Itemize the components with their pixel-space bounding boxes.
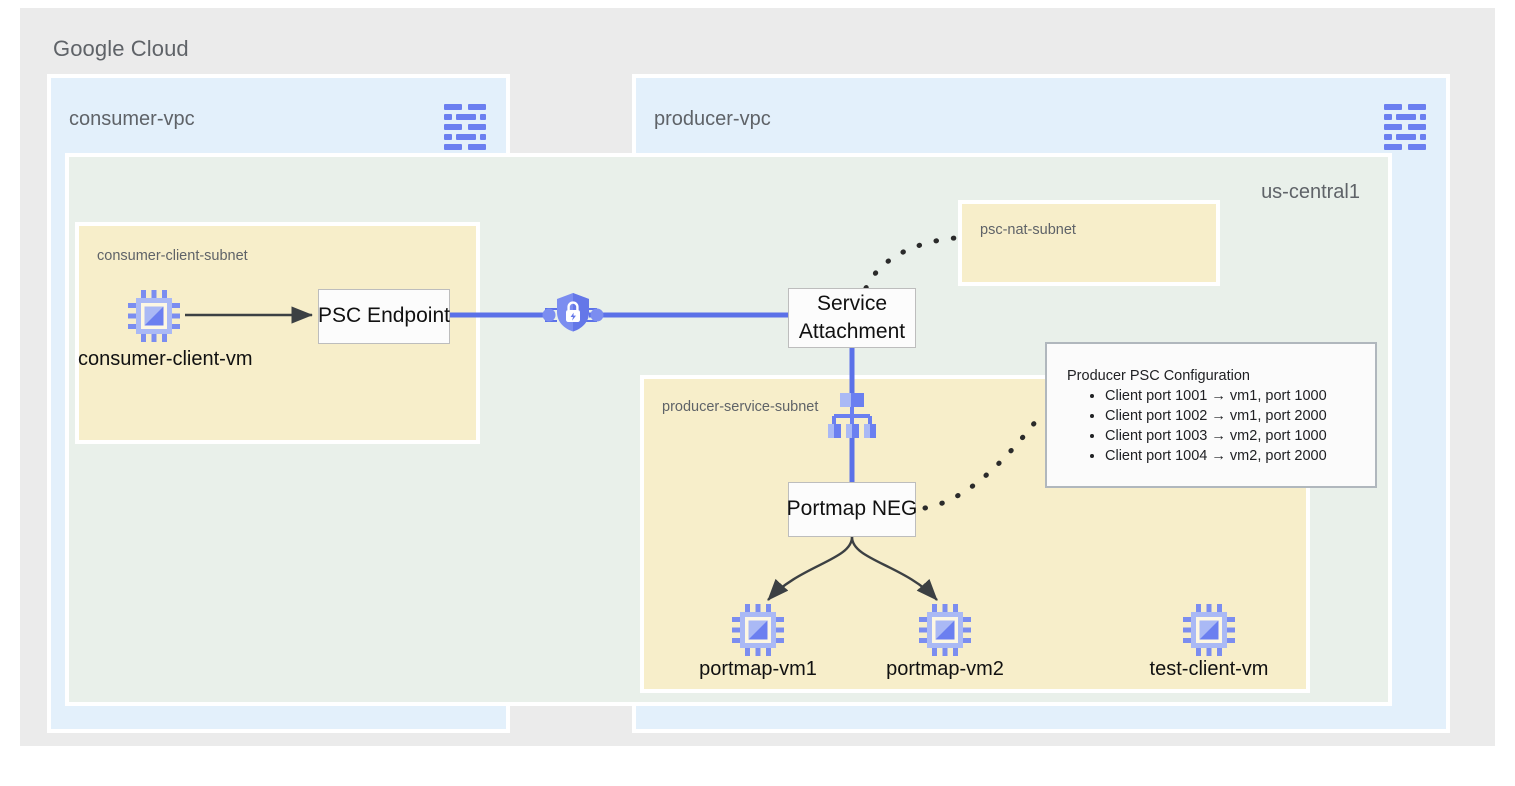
region-label: us-central1 [1261, 181, 1360, 203]
vm-instance-icon [732, 604, 784, 656]
config-item: Client port 1004 → vm2, port 2000 [1105, 446, 1327, 466]
load-balancer-icon [827, 393, 877, 439]
subnet-psc-nat-label: psc-nat-subnet [980, 222, 1076, 238]
vpc-network-icon [442, 102, 488, 150]
vm-instance-icon [128, 290, 180, 342]
config-item: Client port 1003 → vm2, port 1000 [1105, 426, 1327, 446]
node-service-attachment-line2: Attachment [798, 320, 906, 343]
node-service-attachment-line1: Service [816, 291, 887, 315]
config-list: Client port 1001 → vm1, port 1000 Client… [1083, 386, 1327, 466]
vm-portmap-vm1-label: portmap-vm1 [699, 658, 817, 680]
node-service-attachment[interactable]: Service Attachment [788, 288, 916, 348]
node-portmap-neg[interactable]: Portmap NEG [786, 482, 918, 537]
platform-title: Google Cloud [53, 36, 189, 61]
config-item: Client port 1002 → vm1, port 2000 [1105, 406, 1327, 426]
subnet-producer-service-label: producer-service-subnet [662, 399, 819, 415]
shield-lock-icon [555, 292, 591, 332]
vpc-consumer-title: consumer-vpc [69, 108, 195, 130]
vm-test-client-vm-label: test-client-vm [1149, 658, 1269, 680]
config-title: Producer PSC Configuration [1067, 368, 1250, 384]
vm-instance-icon [919, 604, 971, 656]
vm-instance-icon [1183, 604, 1235, 656]
subnet-consumer-client-label: consumer-client-subnet [97, 248, 248, 264]
node-portmap-neg-label: Portmap NEG [786, 497, 918, 521]
vm-consumer-client-vm-label: consumer-client-vm [78, 348, 253, 370]
vm-portmap-vm2-label: portmap-vm2 [886, 658, 1004, 680]
config-item: Client port 1001 → vm1, port 1000 [1105, 386, 1327, 406]
subnet-psc-nat: psc-nat-subnet [958, 200, 1220, 286]
vpc-network-icon [1382, 102, 1428, 150]
producer-psc-configuration-callout: Producer PSC Configuration Client port 1… [1045, 342, 1377, 488]
node-psc-endpoint[interactable]: PSC Endpoint [318, 289, 450, 344]
node-psc-endpoint-label: PSC Endpoint [318, 304, 450, 328]
vpc-producer-title: producer-vpc [654, 108, 771, 130]
region-band-gap [510, 153, 632, 706]
